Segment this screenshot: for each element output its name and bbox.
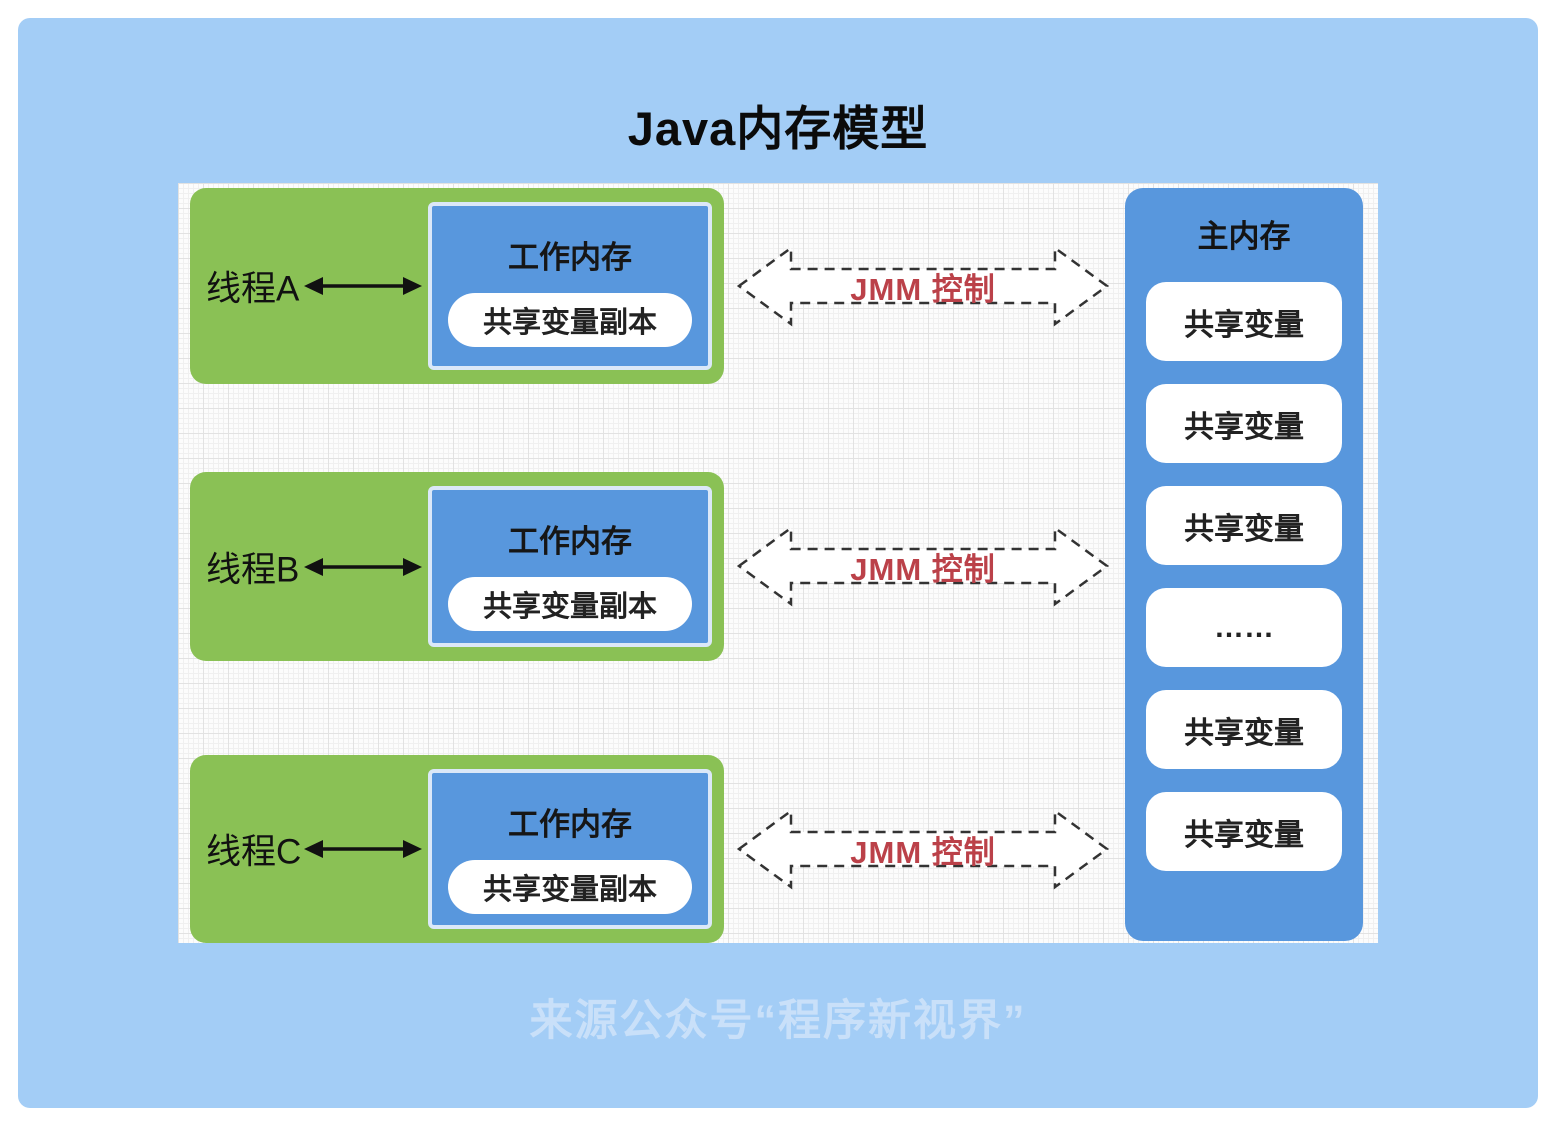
- diagram-canvas: 线程A 工作内存 共享变量副本 线程B: [178, 183, 1378, 943]
- diagram-title: Java内存模型: [627, 102, 929, 155]
- shared-variable-copy-pill: 共享变量副本: [448, 293, 692, 347]
- dashed-double-arrow-icon: [736, 808, 1110, 890]
- shared-variable-pill: 共享变量: [1146, 384, 1342, 463]
- bidirectional-arrow-icon: [304, 557, 422, 576]
- thread-b-label: 线程B: [206, 550, 300, 589]
- shared-variable-list: 共享变量 共享变量 共享变量 …… 共享变量 共享变量: [1125, 282, 1363, 871]
- ellipsis-pill: ……: [1146, 588, 1342, 667]
- working-memory-title: 工作内存: [508, 240, 632, 275]
- jmm-control-arrow-a: JMM 控制: [733, 242, 1113, 330]
- main-memory-box: 主内存 共享变量 共享变量 共享变量 …… 共享变量 共享变量: [1125, 188, 1363, 941]
- thread-c-working-memory: 工作内存 共享变量副本: [428, 769, 712, 929]
- jmm-control-arrow-c: JMM 控制: [733, 805, 1113, 893]
- dashed-double-arrow-icon: [736, 525, 1110, 607]
- bidirectional-arrow-icon: [304, 277, 422, 295]
- thread-a-working-memory: 工作内存 共享变量副本: [428, 202, 712, 370]
- thread-a-box: 线程A 工作内存 共享变量副本: [190, 188, 724, 384]
- shared-variable-copy-pill: 共享变量副本: [448, 577, 692, 631]
- jmm-control-arrow-b: JMM 控制: [733, 522, 1113, 610]
- working-memory-title: 工作内存: [508, 807, 632, 842]
- jmm-control-label: JMM 控制: [850, 834, 996, 870]
- shared-variable-copy-pill: 共享变量副本: [448, 860, 692, 914]
- shared-variable-pill: 共享变量: [1146, 690, 1342, 769]
- thread-c-label: 线程C: [206, 832, 302, 872]
- thread-b-working-memory: 工作内存 共享变量副本: [428, 486, 712, 647]
- thread-c-box: 线程C 工作内存 共享变量副本: [190, 755, 724, 943]
- working-memory-title: 工作内存: [508, 524, 632, 559]
- thread-b-box: 线程B 工作内存 共享变量副本: [190, 472, 724, 661]
- shared-variable-pill: 共享变量: [1146, 282, 1342, 361]
- main-memory-title: 主内存: [1197, 219, 1291, 254]
- bidirectional-arrow-icon: [304, 840, 422, 858]
- watermark: 来源公众号“程序新视界”: [529, 997, 1027, 1045]
- jmm-control-label: JMM 控制: [850, 551, 996, 587]
- jmm-control-label: JMM 控制: [850, 271, 996, 307]
- background-panel: Java内存模型 线程A 工作内存 共享变量副本 线程B: [18, 18, 1538, 1108]
- thread-a-label: 线程A: [206, 269, 300, 309]
- shared-variable-pill: 共享变量: [1146, 792, 1342, 871]
- dashed-double-arrow-icon: [736, 245, 1110, 327]
- shared-variable-pill: 共享变量: [1146, 486, 1342, 565]
